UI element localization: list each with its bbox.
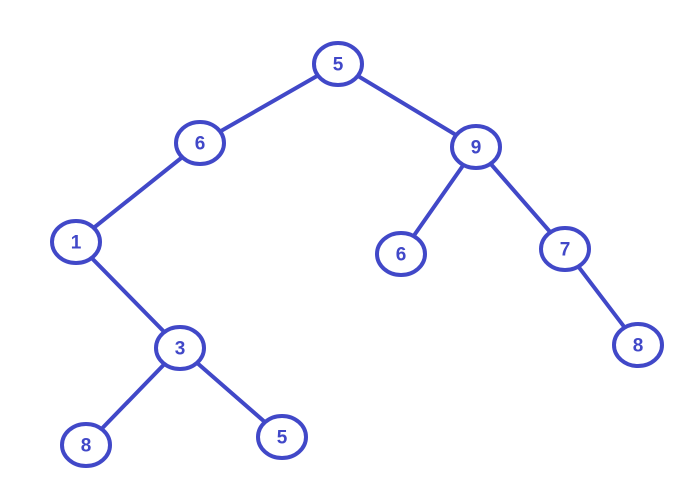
tree-node-circle: [450, 124, 502, 170]
tree-node-n5b: 5: [256, 414, 308, 460]
tree-node-value: 6: [396, 245, 407, 266]
tree-node-value: 8: [81, 436, 92, 457]
tree-node-circle: [312, 41, 364, 87]
tree-node-value: 8: [633, 336, 644, 357]
tree-node-n3: 3: [154, 325, 206, 371]
tree-edge-n1-n3: [74, 240, 182, 350]
tree-node-circle: [539, 226, 591, 272]
tree-node-root: 5: [312, 41, 364, 87]
tree-edge-root-n6a: [198, 62, 340, 145]
tree-node-circle: [612, 322, 664, 368]
tree-node-n9: 9: [450, 124, 502, 170]
tree-node-circle: [375, 231, 427, 277]
tree-node-value: 5: [333, 55, 344, 76]
tree-node-value: 9: [471, 138, 482, 159]
tree-node-n6a: 6: [174, 120, 226, 166]
tree-node-value: 7: [560, 240, 571, 261]
tree-node-circle: [154, 325, 206, 371]
tree-node-n8a: 8: [60, 422, 112, 468]
tree-node-value: 6: [195, 134, 206, 155]
tree-node-n1: 1: [50, 219, 102, 265]
tree-node-n7: 7: [539, 226, 591, 272]
tree-nodes: 5 6 9 1 6 7 3 8 8 5: [50, 41, 664, 468]
tree-edge-n6a-n1: [74, 141, 202, 244]
tree-node-value: 3: [175, 339, 186, 360]
tree-edge-root-n9: [336, 62, 478, 149]
tree-node-n6b: 6: [375, 231, 427, 277]
tree-node-circle: [60, 422, 112, 468]
tree-node-value: 1: [71, 233, 82, 254]
tree-node-circle: [174, 120, 226, 166]
tree-node-n8b: 8: [612, 322, 664, 368]
tree-node-circle: [256, 414, 308, 460]
tree-node-circle: [50, 219, 102, 265]
tree-node-value: 5: [277, 428, 288, 449]
